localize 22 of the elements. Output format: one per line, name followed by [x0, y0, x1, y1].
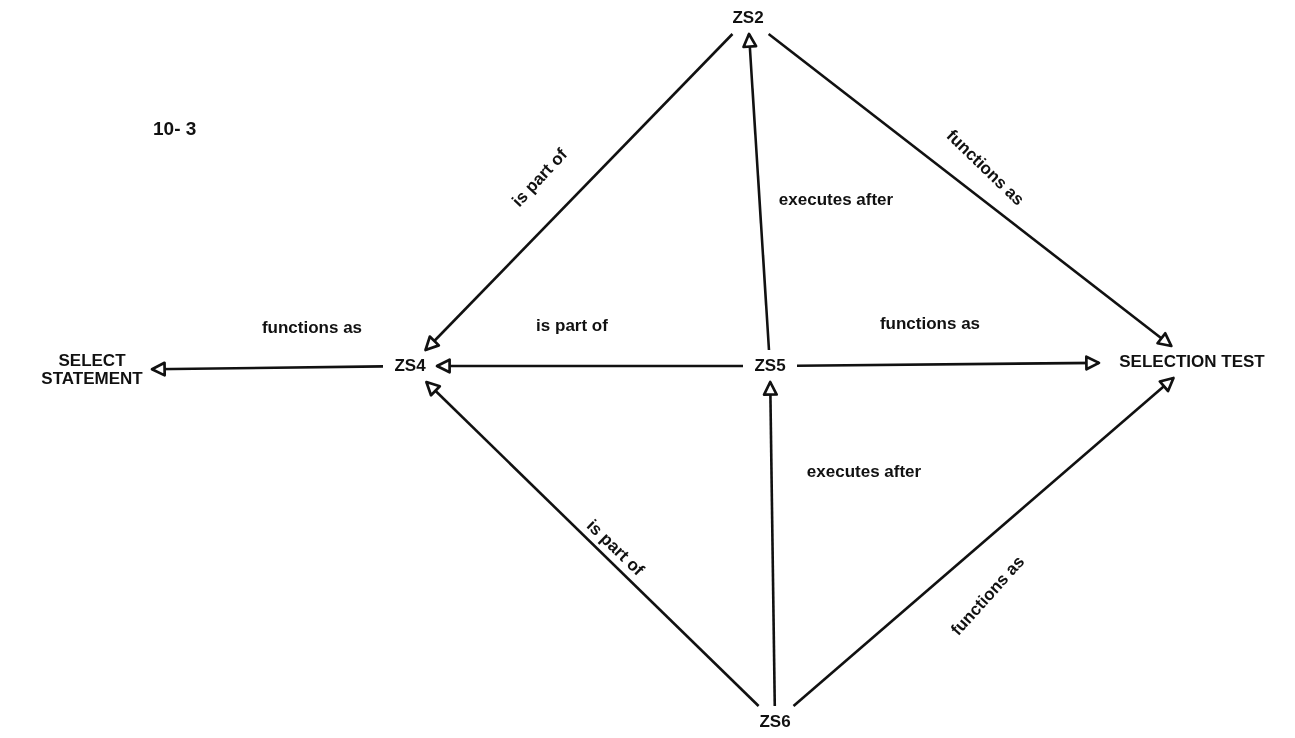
- arrow: [435, 358, 743, 374]
- page-number: 10- 3: [153, 118, 197, 140]
- edge-label: functions as: [261, 318, 363, 338]
- arrow: [767, 32, 1173, 348]
- node-label: SELECTION TEST: [1103, 353, 1281, 371]
- edge-label: functions as: [879, 314, 981, 334]
- edge-label: executes after: [778, 190, 894, 210]
- node-label: ZS6: [752, 713, 798, 731]
- edge-label: executes after: [806, 462, 922, 482]
- arrow: [742, 32, 771, 351]
- arrow: [792, 376, 1175, 707]
- node-label: SELECT STATEMENT: [36, 352, 148, 388]
- edge-label: is part of: [536, 316, 608, 336]
- arrow: [424, 33, 734, 352]
- edge-label: is part of: [582, 515, 648, 581]
- arrow: [150, 361, 383, 377]
- node-label: ZS2: [725, 9, 771, 27]
- node-label: ZS4: [387, 357, 433, 375]
- arrow: [762, 380, 779, 706]
- node-label: ZS5: [747, 357, 793, 375]
- arrow: [425, 380, 760, 707]
- arrow: [797, 355, 1101, 371]
